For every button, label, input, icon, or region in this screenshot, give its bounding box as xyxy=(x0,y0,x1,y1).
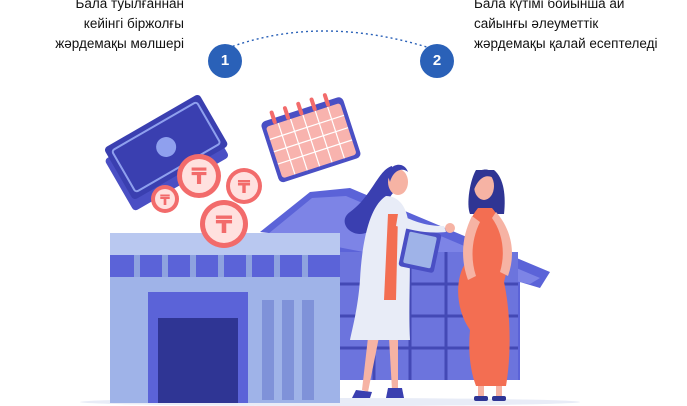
svg-text:₸: ₸ xyxy=(160,193,170,209)
svg-text:₸: ₸ xyxy=(191,165,207,190)
calendar-icon xyxy=(261,93,361,183)
step-2-badge[interactable]: 2 xyxy=(420,44,454,78)
svg-text:₸: ₸ xyxy=(216,211,233,239)
doctor-figure xyxy=(344,164,455,398)
tenge-coins: ₸ ₸ ₸ ₸ xyxy=(151,154,262,248)
svg-text:₸: ₸ xyxy=(238,177,251,198)
step-1-text: Бала туылғаннан кейінгі біржолғы жәрдема… xyxy=(55,0,184,51)
banknotes-icon xyxy=(104,94,228,211)
coin-icon: ₸ xyxy=(151,185,179,213)
step-2-text: Бала күтімі бойынша ай сайынғы әлеуметті… xyxy=(474,0,658,51)
coin-icon: ₸ xyxy=(226,168,262,204)
coin-icon: ₸ xyxy=(177,154,221,198)
step-1-badge[interactable]: 1 xyxy=(208,44,242,78)
pregnant-woman-figure xyxy=(458,169,512,401)
coin-icon: ₸ xyxy=(200,200,248,248)
